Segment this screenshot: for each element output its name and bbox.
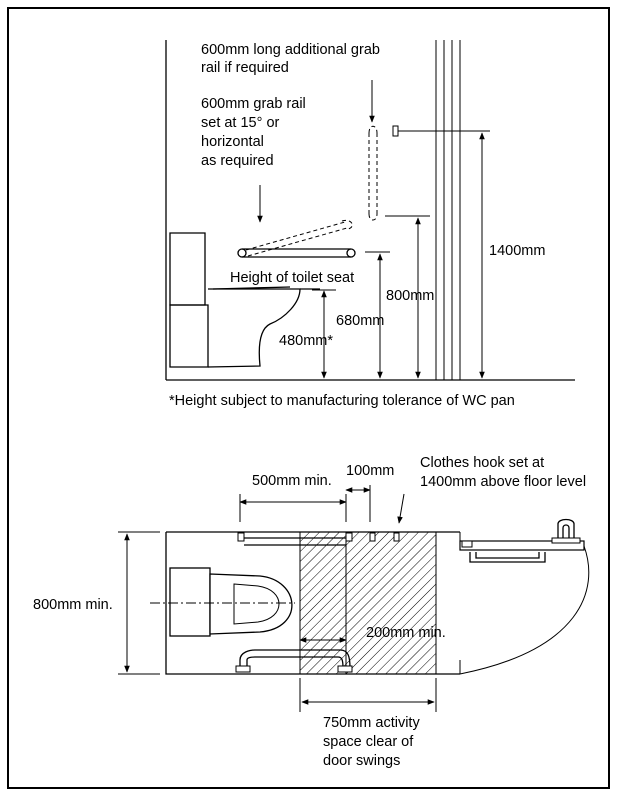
grab-rail-bottom-plan	[235, 649, 353, 673]
plan-view: 500mm min. 100mm Clothes hook set at 140…	[33, 455, 590, 769]
side-wall-lines	[435, 40, 461, 380]
elevation-view: 600mm long additional grab rail if requi…	[165, 40, 575, 409]
additional-rail-label: 600mm long additional grab rail if requi…	[201, 42, 384, 76]
wc-pan-elevation	[169, 232, 320, 368]
dim-480-label: 480mm*	[279, 333, 333, 349]
dim-500-label: 500mm min.	[252, 473, 332, 489]
dim-1400-label: 1400mm	[489, 243, 545, 259]
door-plan	[459, 518, 590, 675]
clothes-hook	[393, 532, 400, 542]
dim-100-label: 100mm	[346, 463, 394, 479]
clothes-hook-marker	[369, 532, 376, 542]
dim-200-label: 200mm min.	[366, 625, 446, 641]
seat-height-label: Height of toilet seat	[230, 270, 354, 286]
activity-space-label: 750mm activity space clear of door swing…	[323, 715, 424, 769]
wc-pan-plan	[169, 567, 293, 637]
clothes-hook-arrow	[397, 493, 405, 524]
grab-rail-label: 600mm grab rail set at 15° or horizontal…	[201, 96, 310, 169]
additional-grab-rail	[368, 125, 490, 221]
dim-680-label: 680mm	[336, 313, 384, 329]
diagram-frame	[7, 7, 610, 789]
footnote: *Height subject to manufacturing toleran…	[169, 393, 515, 409]
grab-rail-elevation	[237, 219, 356, 258]
dim-800-width-label: 800mm min.	[33, 597, 113, 613]
dim-800-label: 800mm	[386, 288, 434, 304]
grab-rail-top-plan	[237, 532, 353, 546]
activity-space	[299, 532, 437, 674]
clothes-hook-label: Clothes hook set at 1400mm above floor l…	[420, 455, 586, 490]
